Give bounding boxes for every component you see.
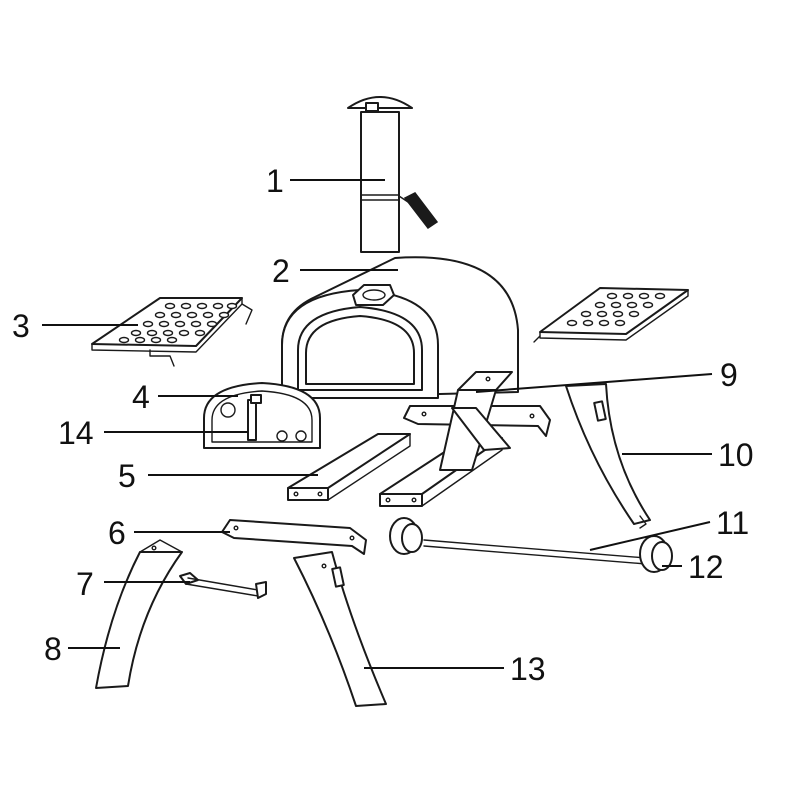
callout-1: 1 [266,163,284,199]
callout-13: 13 [510,651,546,687]
callout-6: 6 [108,515,126,551]
callout-10: 10 [718,437,754,473]
callout-11: 11 [716,505,749,541]
leader-lines [42,179,713,669]
callout-7: 7 [76,566,94,602]
callout-labels: 1 2 3 4 14 5 6 7 8 9 10 11 12 13 [12,163,754,687]
part-11-axle [423,539,647,565]
callout-4: 4 [132,379,150,415]
part-12-wheel [639,535,673,573]
callout-3: 3 [12,308,30,344]
part-10-leg [565,383,651,529]
part-8-leg [95,539,183,689]
part-9-cross-brace [403,371,551,471]
part-1-chimney [347,96,439,253]
part-3-side-shelf [91,297,253,367]
part-2-oven-body [281,256,519,399]
callout-5: 5 [118,458,136,494]
callout-9: 9 [720,357,738,393]
part-5-base-rail [287,433,411,501]
right-side-shelf [533,287,689,343]
left-wheel [389,517,423,555]
part-13-leg [293,551,387,707]
callout-2: 2 [272,253,290,289]
part-6-bracket [221,519,367,555]
part-4-oven-door [203,382,321,449]
callout-14: 14 [58,415,94,451]
callout-8: 8 [44,631,62,667]
part-7-handle [179,572,267,599]
callout-12: 12 [688,549,724,585]
